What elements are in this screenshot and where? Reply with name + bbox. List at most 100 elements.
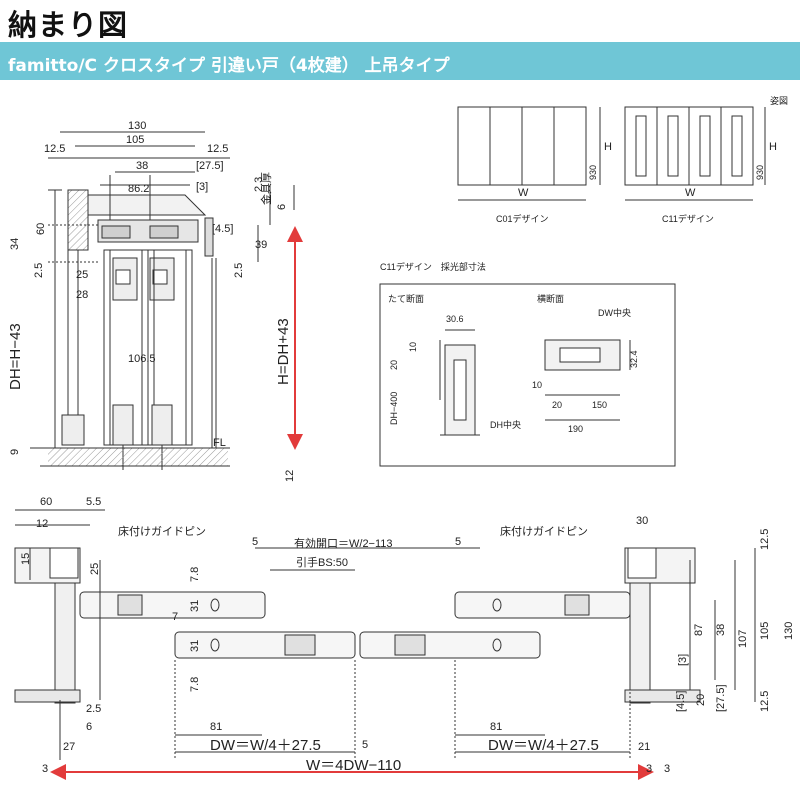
light-h-dw-center: DW中央 <box>598 307 631 318</box>
plan-dim-27-5: [27.5] <box>715 684 727 712</box>
plan-dim-31-bottom: 31 <box>189 640 201 652</box>
elevation-c01 <box>457 106 601 201</box>
section-dim-106-5: 106.5 <box>128 353 156 365</box>
plan-dim-3-bracket: [3] <box>677 654 689 666</box>
plan-dim-25: 25 <box>89 563 101 575</box>
plan-dim-6: 6 <box>86 721 92 733</box>
light-h-190: 190 <box>568 424 583 434</box>
plan-dim-5-c: 5 <box>362 739 368 751</box>
light-v-20: 20 <box>389 360 399 370</box>
section-dim-12: 12 <box>284 470 296 482</box>
dw-right-label: DW＝W/4＋27.5 <box>488 737 599 754</box>
section-dim-6: 6 <box>276 204 288 210</box>
section-dim-86-2: 86.2 <box>128 183 149 195</box>
plan-dim-130: 130 <box>783 622 795 640</box>
plan-dim-87: 87 <box>693 624 705 636</box>
plan-dim-3-left: 3 <box>42 763 48 775</box>
light-detail-title: C11デザイン 採光部寸法 <box>380 261 486 272</box>
elevation-note: 姿図 <box>770 95 788 106</box>
plan-dim-12: 12 <box>36 518 48 530</box>
light-h-20: 20 <box>552 400 562 410</box>
plan-dim-27: 27 <box>63 741 75 753</box>
section-dim-12-5-left: 12.5 <box>44 143 65 155</box>
plan-dim-3-mid: 3 <box>646 763 652 775</box>
plan-dim-31-top: 31 <box>189 600 201 612</box>
plan-dim-7-8-top: 7.8 <box>189 567 201 582</box>
plan-dim-38: 38 <box>715 624 727 636</box>
plan-dim-30: 30 <box>636 515 648 527</box>
section-dim-9: 9 <box>9 449 21 455</box>
w-total-label: W＝4DW−110 <box>306 757 401 774</box>
elevation-c01-w: W <box>518 187 529 199</box>
section-dim-12-5-right: 12.5 <box>207 143 228 155</box>
section-dim-2-5-right: 2.5 <box>233 263 245 278</box>
light-v-30-6: 30.6 <box>446 314 464 324</box>
plan-dim-12-5-bottom: 12.5 <box>759 691 771 712</box>
light-vertical-section <box>439 329 480 436</box>
elevation-c01-caption: C01デザイン <box>496 213 549 224</box>
banner-title: famitto/C クロスタイプ 引違い戸（4枚建） 上吊タイプ <box>8 56 450 76</box>
section-dim-60: 60 <box>35 223 47 235</box>
title-banner: famitto/C クロスタイプ 引違い戸（4枚建） 上吊タイプ <box>0 42 800 80</box>
plan-dim-5-5: 5.5 <box>86 496 101 508</box>
section-fl-label: FL <box>213 437 226 449</box>
plan-dim-107: 107 <box>737 630 749 648</box>
plan-dim-60: 60 <box>40 496 52 508</box>
plan-dim-2-5: 2.5 <box>86 703 101 715</box>
section-dim-130: 130 <box>128 120 146 132</box>
section-dh-label: DH=H−43 <box>7 323 24 390</box>
light-v-dh-center: DH中央 <box>490 419 521 430</box>
section-dim-28: 28 <box>76 289 88 301</box>
plan-dim-15: 15 <box>20 553 32 565</box>
section-dim-34: 34 <box>9 238 21 250</box>
light-h-32-4: 32.4 <box>629 350 639 368</box>
guide-pin-left-label: 床付けガイドピン <box>118 524 206 538</box>
plan-dim-4-5: [4.5] <box>675 691 687 712</box>
section-dim-105: 105 <box>126 134 144 146</box>
light-h-150: 150 <box>592 400 607 410</box>
guide-pin-right-label: 床付けガイドピン <box>500 524 588 538</box>
light-horizontal-title: 横断面 <box>537 293 564 304</box>
dw-81-right: 81 <box>490 721 502 733</box>
elevation-c11-caption: C11デザイン <box>662 213 714 224</box>
plan-dim-21: 21 <box>638 741 650 753</box>
elevation-c11-w: W <box>685 187 696 199</box>
light-detail-box <box>379 283 676 467</box>
elevation-c01-h: H <box>604 141 612 153</box>
effective-opening-label: 有効開口＝W/2−113 <box>294 536 393 550</box>
section-dim-27-5: [27.5] <box>196 160 224 172</box>
light-horizontal-section <box>544 339 631 421</box>
light-vertical-title: たて断面 <box>388 293 424 304</box>
section-view <box>30 131 295 470</box>
elevation-c11-h: H <box>769 141 777 153</box>
section-dim-2-5-left: 2.5 <box>33 263 45 278</box>
section-label-hardware-thickness: 金具厚 <box>259 172 273 205</box>
section-dim-25: 25 <box>76 269 88 281</box>
elevation-c11-930: 930 <box>755 165 765 180</box>
section-dim-2-3: 2.3 <box>253 177 265 192</box>
page-title: 納まり図 <box>8 8 129 42</box>
plan-dim-5-a: 5 <box>252 536 258 548</box>
handle-label: 引手BS:50 <box>296 555 348 569</box>
plan-dim-105: 105 <box>759 622 771 640</box>
light-h-10: 10 <box>532 380 542 390</box>
plan-view <box>14 509 756 760</box>
light-v-10: 10 <box>408 342 418 352</box>
elevation-c01-930: 930 <box>588 165 598 180</box>
plan-dim-3-right: 3 <box>664 763 670 775</box>
plan-dim-7-8-bottom: 7.8 <box>189 677 201 692</box>
section-dim-4-5: [4.5] <box>212 223 233 235</box>
elevation-c11 <box>624 106 766 201</box>
plan-dim-12-5-top: 12.5 <box>759 529 771 550</box>
section-dim-39: 39 <box>255 239 267 251</box>
light-v-dh-400: DH−400 <box>389 392 399 425</box>
plan-dim-20: 20 <box>695 694 707 706</box>
dw-81-left: 81 <box>210 721 222 733</box>
plan-dim-5-b: 5 <box>455 536 461 548</box>
section-dim-38: 38 <box>136 160 148 172</box>
section-h-label: H=DH+43 <box>275 318 292 385</box>
section-dim-3: [3] <box>196 181 208 193</box>
plan-dim-7: 7 <box>172 611 178 623</box>
dw-left-label: DW＝W/4＋27.5 <box>210 737 321 754</box>
